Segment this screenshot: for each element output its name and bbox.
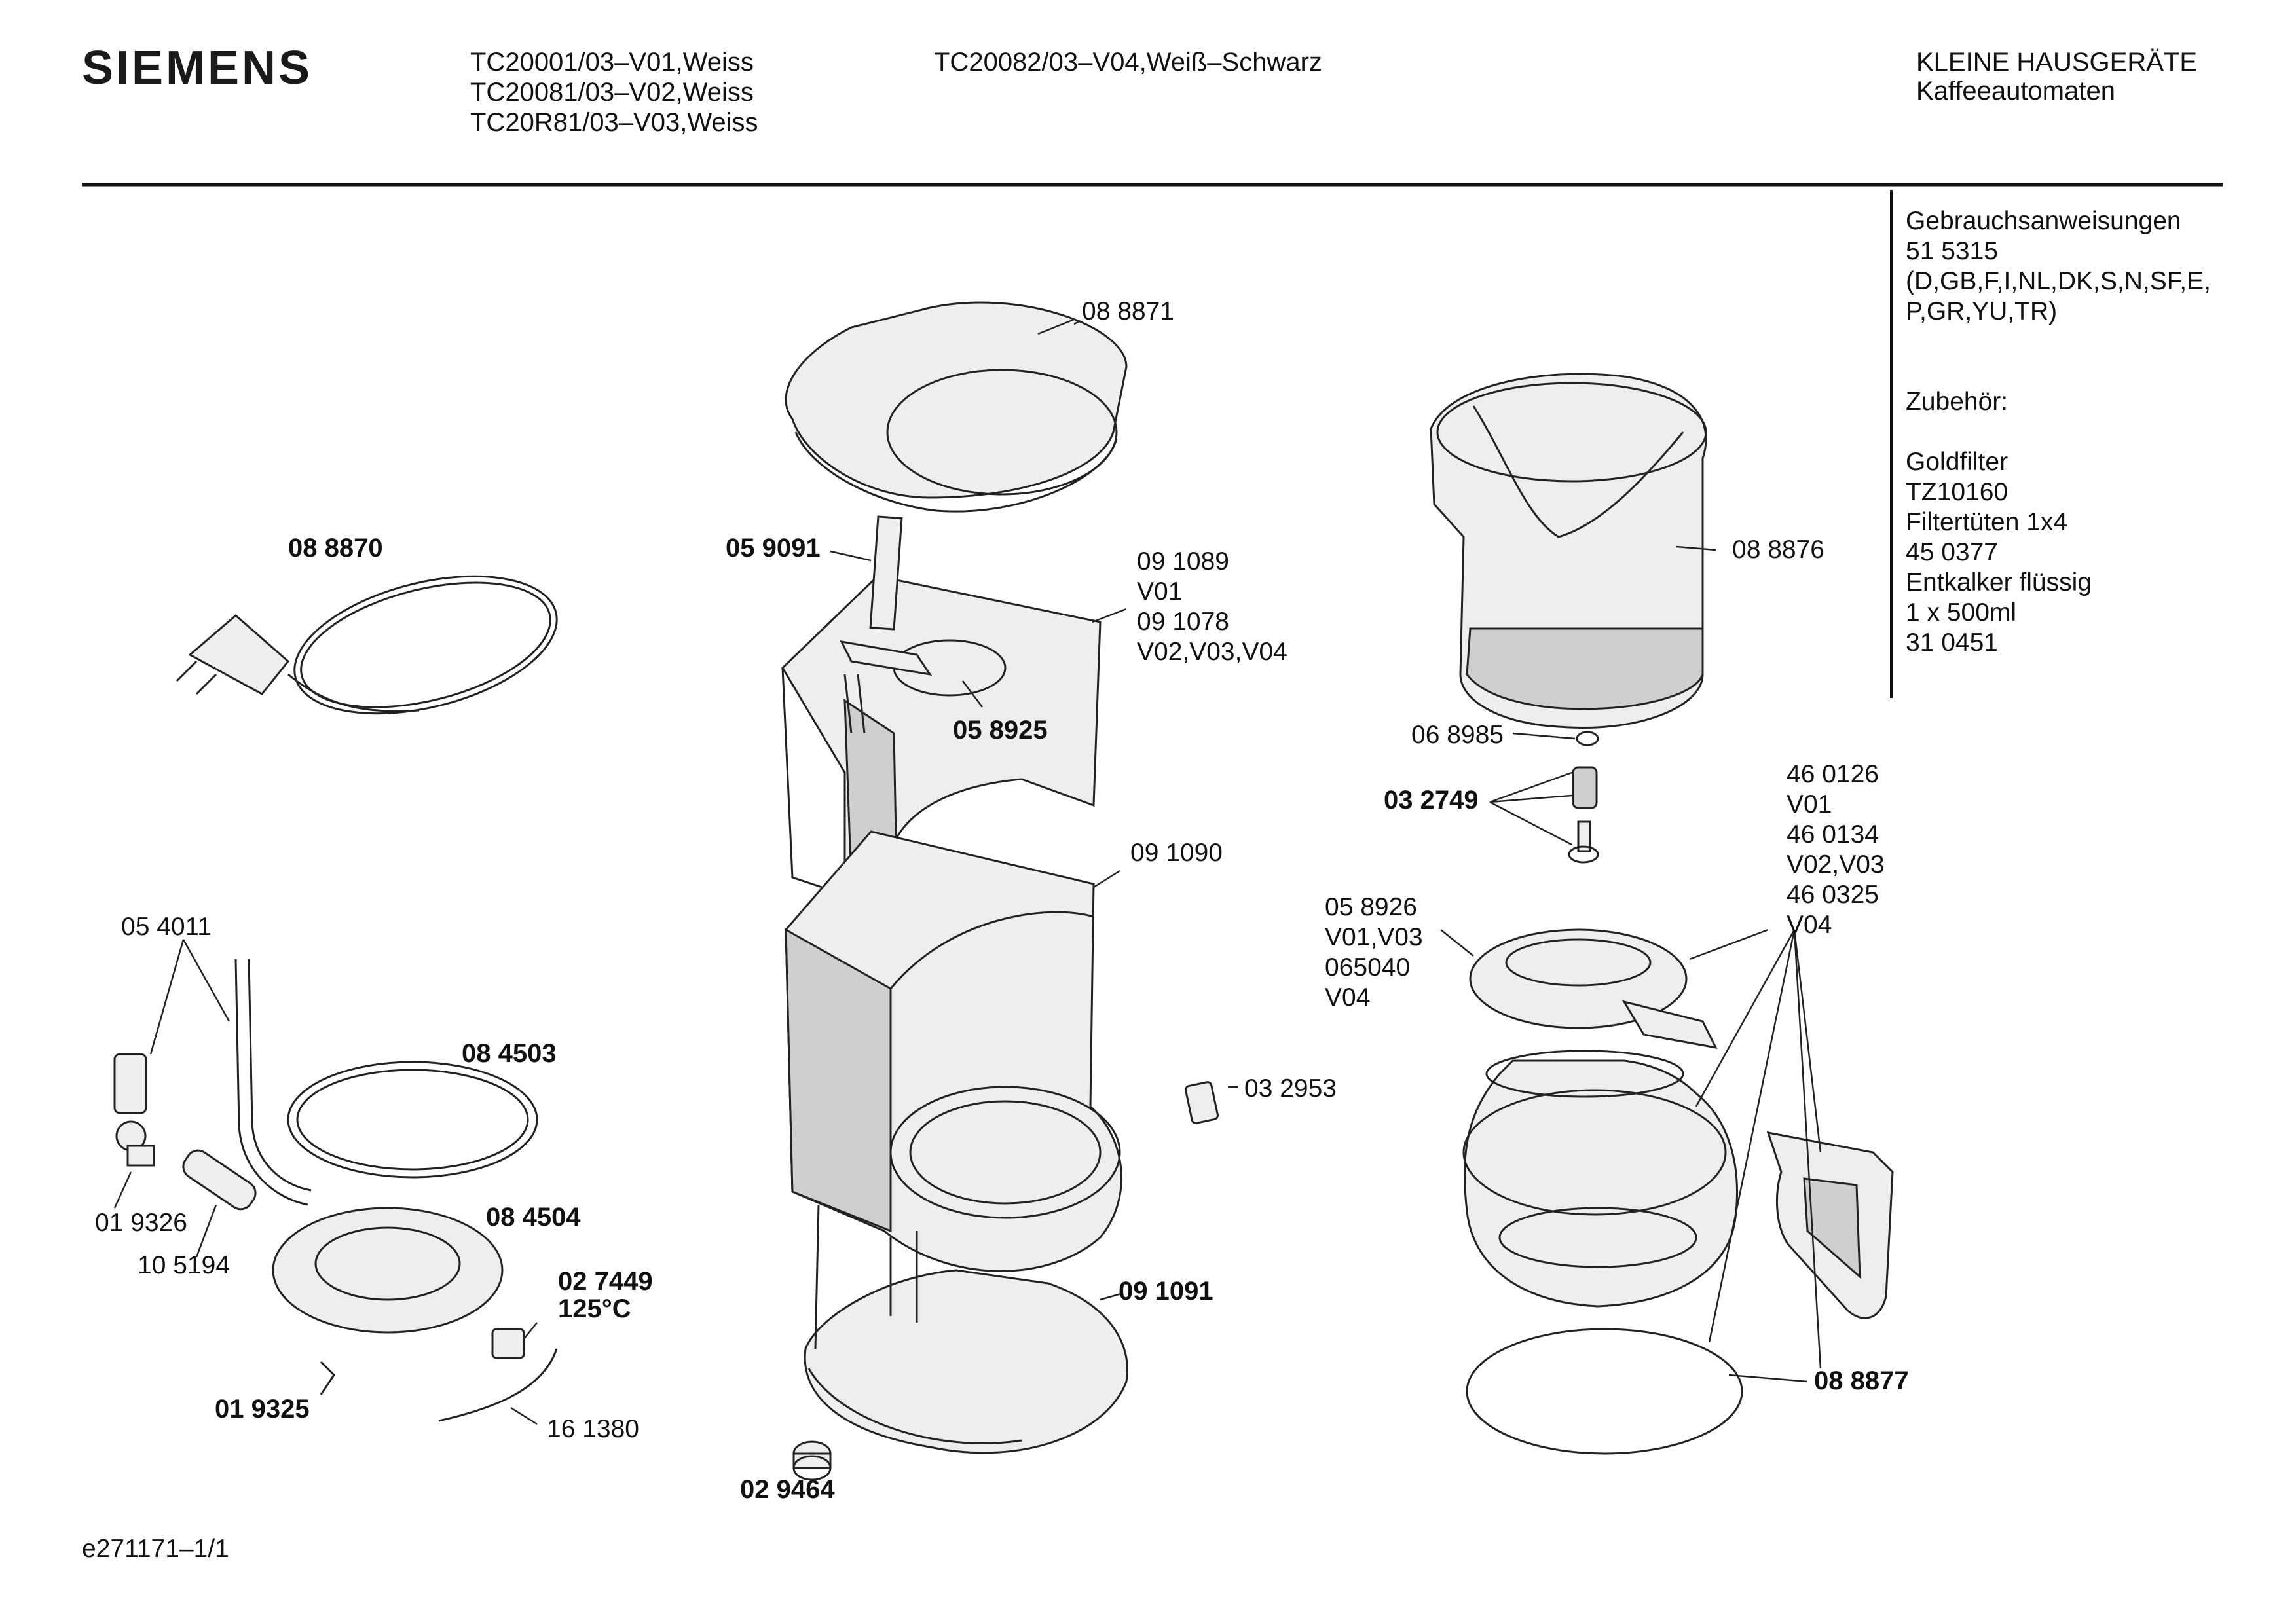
sidebar-line: Filtertüten 1x4: [1906, 508, 2067, 536]
glass-carafe-part: [1462, 1050, 1738, 1308]
seal-ring-part: [287, 1061, 538, 1179]
part-label: V01: [1137, 577, 1182, 606]
sidebar-line: 1 x 500ml: [1906, 598, 2016, 627]
foot-part: [792, 1440, 832, 1481]
part-label: V04: [1325, 983, 1370, 1012]
part-label: V01: [1787, 790, 1832, 818]
leader-line: [1037, 318, 1075, 335]
sidebar-notes: Gebrauchsanweisungen 51 5315 (D,GB,F,I,N…: [1906, 207, 2211, 657]
part-label: 08 8870: [288, 534, 383, 562]
part-label: V04: [1787, 911, 1832, 939]
carafe-lid-part: [1469, 928, 1718, 1050]
part-label: 06 8985: [1411, 721, 1504, 749]
part-label: 05 4011: [121, 913, 212, 941]
part-label: 10 5194: [138, 1251, 230, 1279]
model-line-4: TC20082/03–V04,Weiß–Schwarz: [934, 48, 1322, 77]
part-label: 08 4503: [462, 1039, 557, 1068]
part-label: V02,V03,V04: [1137, 638, 1287, 666]
sidebar-line: TZ10160: [1906, 478, 2008, 506]
part-label: 16 1380: [547, 1415, 639, 1443]
sidebar-line: Zubehör:: [1906, 388, 2008, 416]
filter-holder-part: [1430, 373, 1707, 729]
base-plate-part: [804, 1204, 1128, 1454]
part-label: 05 9091: [726, 534, 821, 562]
part-label: 05 8925: [953, 716, 1048, 744]
sidebar-line: P,GR,YU,TR): [1906, 297, 2057, 325]
clip-part: [320, 1361, 335, 1395]
leader-lines: [113, 545, 1822, 1425]
part-label: 125°C: [558, 1294, 631, 1323]
valve-parts: [1568, 731, 1599, 864]
power-cord-part: [176, 575, 558, 715]
thermostat-part: [438, 1328, 558, 1422]
part-label: 09 1078: [1137, 608, 1229, 636]
part-label: 09 1089: [1137, 547, 1229, 576]
part-label: 08 4504: [486, 1203, 581, 1232]
sidebar-line: 31 0451: [1906, 629, 1998, 657]
brand-logo: SIEMENS: [82, 42, 312, 94]
hose-and-fittings: [113, 959, 312, 1211]
part-label: 01 9325: [215, 1395, 310, 1423]
sidebar-line: Gebrauchsanweisungen: [1906, 207, 2181, 235]
part-label: 46 0126: [1787, 760, 1879, 788]
switch-part: [1185, 1081, 1219, 1124]
carafe-handle-part: [1766, 1131, 1894, 1319]
sidebar-line: 51 5315: [1906, 237, 1998, 265]
part-label: 09 1090: [1130, 839, 1223, 867]
part-label: 08 8877: [1814, 1366, 1909, 1395]
sidebar-line: (D,GB,F,I,NL,DK,S,N,SF,E,: [1906, 267, 2211, 295]
part-label: 08 8871: [1082, 297, 1174, 325]
category-subtitle: Kaffeeautomaten: [1916, 77, 2115, 105]
part-label: 09 1091: [1119, 1277, 1213, 1306]
part-label: 46 0325: [1787, 881, 1879, 909]
part-label: 05 8926: [1325, 893, 1417, 921]
part-label: V02,V03: [1787, 851, 1885, 879]
part-label: 08 8876: [1732, 536, 1824, 564]
category-title: KLEINE HAUSGERÄTE: [1916, 48, 2197, 77]
lid-part: [785, 301, 1128, 513]
part-label: 46 0134: [1787, 820, 1879, 849]
model-line-2: TC20081/03–V02,Weiss: [470, 78, 754, 107]
part-label: V01,V03: [1325, 923, 1423, 951]
heating-plate-part: [272, 1207, 504, 1334]
sidebar-line: Entkalker flüssig: [1906, 568, 2092, 596]
part-label: 03 2953: [1244, 1074, 1337, 1103]
base-housing-part: [785, 830, 1122, 1272]
model-line-3: TC20R81/03–V03,Weiss: [470, 108, 758, 137]
part-label: 03 2749: [1384, 786, 1479, 815]
part-label: 01 9326: [95, 1209, 187, 1237]
model-line-1: TC20001/03–V01,Weiss: [470, 48, 754, 77]
part-label: 02 9464: [740, 1475, 835, 1504]
sidebar-line: Goldfilter: [1906, 448, 2008, 476]
drawing-code: e271171–1/1: [82, 1535, 229, 1563]
part-label: 065040: [1325, 953, 1410, 981]
part-label: 02 7449: [558, 1267, 653, 1296]
sidebar-line: 45 0377: [1906, 538, 1998, 566]
carafe-ring-part: [1466, 1328, 1743, 1455]
